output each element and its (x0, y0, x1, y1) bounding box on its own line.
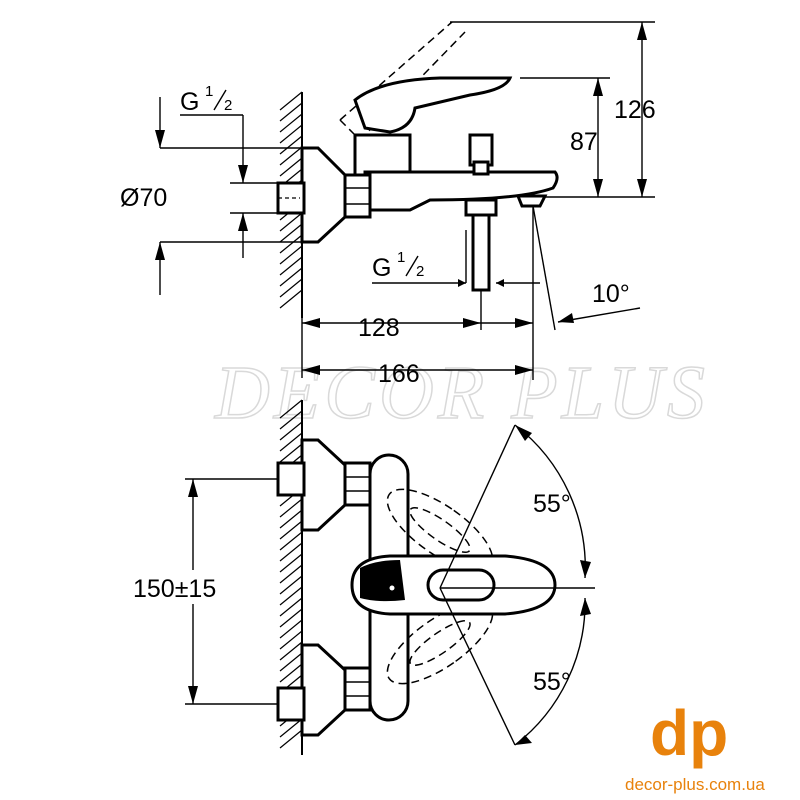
lever-open-outline (339, 21, 453, 121)
wall-hatch-line (279, 432, 303, 452)
angle-up-label: 55° (533, 490, 571, 518)
svg-text:G: G (372, 254, 391, 282)
brand-logo: dp decor-plus.com.ua (625, 697, 765, 794)
angle-10-label: 10° (592, 280, 630, 308)
aerator (515, 194, 548, 208)
logo-url: decor-plus.com.ua (625, 775, 765, 794)
svg-text:1: 1 (397, 249, 405, 266)
dim-128-label: 128 (358, 314, 400, 342)
angle-down-label: 55° (533, 668, 571, 696)
wall-hatch-line (279, 498, 303, 518)
dim-166-label: 166 (378, 360, 420, 388)
wall-hatch-line (279, 641, 303, 661)
wall-hatch-line (279, 608, 303, 628)
wall-hatch-line (279, 410, 303, 430)
wall-hatch-line (279, 663, 303, 683)
logo-letters: dp (650, 697, 728, 769)
hex-nut (343, 173, 372, 219)
wall-hatch-line (279, 135, 303, 155)
wall-hatch-line (279, 586, 303, 606)
wall-hatch-line (279, 597, 303, 617)
mixer-body-top (353, 133, 412, 177)
wall-hatch-line (279, 531, 303, 551)
wall-hatch-line (279, 509, 303, 529)
wall-hatch-line (279, 102, 303, 122)
diameter-label: Ø70 (120, 184, 167, 212)
outlet-connector (464, 198, 498, 217)
wall-hatch-line (279, 212, 303, 232)
wall-hatch-line (279, 124, 303, 144)
wall-hatch-line (279, 520, 303, 540)
wall-hatch-line (279, 289, 303, 309)
wall-hatch-line (279, 421, 303, 441)
wall-hatch-line (279, 91, 303, 111)
svg-text:2: 2 (416, 263, 424, 280)
wall-hatch-line (279, 575, 303, 595)
wall-hatch-line (279, 234, 303, 254)
svg-text:G: G (180, 88, 199, 116)
lever-grip-slot (426, 568, 496, 602)
wall-hatch-line (279, 146, 303, 166)
wall-hatch-line (279, 542, 303, 562)
wall-hatch-line (279, 553, 303, 573)
wall-hatch-line (279, 157, 303, 177)
dim-centers-label: 150±15 (133, 575, 216, 603)
wall-hatch-line (279, 630, 303, 650)
wall-hatch-line (279, 729, 303, 749)
wall-hatch-line (279, 619, 303, 639)
wall-hatch-line (279, 443, 303, 463)
wall-hatch-line (279, 256, 303, 276)
thread-bottom-label: G 1 2 (372, 249, 424, 282)
outlet-pipe (471, 213, 491, 292)
wall-hatch-line (279, 278, 303, 298)
thread-top-label: G 1 2 (180, 83, 232, 116)
wall-hatch-line (279, 223, 303, 243)
escutcheon (300, 146, 347, 244)
lower-nut (343, 666, 372, 712)
spout-body (363, 170, 559, 212)
svg-text:1: 1 (205, 83, 213, 100)
upper-nut (343, 461, 372, 507)
lower-escutcheon (300, 643, 347, 737)
dim-126-label: 126 (614, 96, 656, 124)
wall-hatch-line (279, 245, 303, 265)
wall-hatch-line (279, 718, 303, 738)
dim-87-label: 87 (570, 128, 598, 156)
wall-hatch-line (279, 652, 303, 672)
wall-hatch-line (279, 267, 303, 287)
svg-text:2: 2 (224, 97, 232, 114)
wall-hatch-line (279, 564, 303, 584)
wall-hatch-line (279, 113, 303, 133)
wall-hatch-line (279, 399, 303, 419)
lever-handle (353, 76, 513, 134)
upper-escutcheon (300, 438, 347, 532)
watermark: DECOR PLUS (214, 351, 709, 435)
